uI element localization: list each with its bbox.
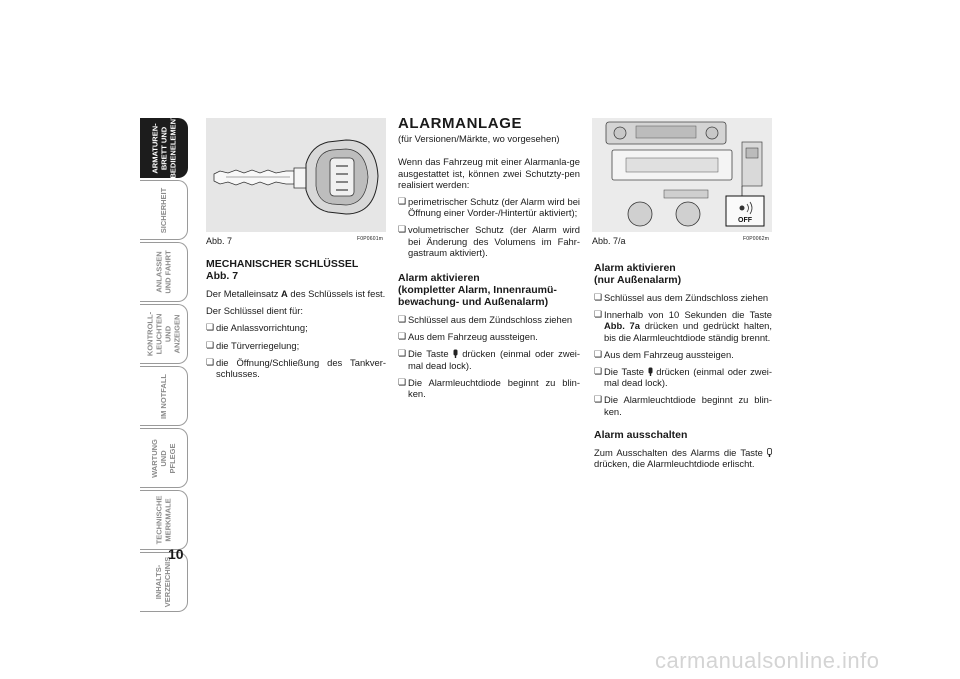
figure-code: F0P0062m bbox=[743, 236, 770, 242]
section-heading: Alarm aktivieren (kompletter Alarm, Inne… bbox=[398, 272, 580, 308]
list-item: Die Taste drücken (einmal oder zwei-mal … bbox=[594, 366, 772, 388]
list-item: Schlüssel aus dem Zündschloss ziehen bbox=[594, 292, 772, 303]
section-heading: Alarm aktivieren (nur Außenalarm) bbox=[594, 262, 772, 286]
text: Der Metalleinsatz bbox=[206, 288, 282, 299]
paragraph: Wenn das Fahrzeug mit einer Alarmanla-ge… bbox=[398, 156, 580, 190]
tab-anlassen[interactable]: ANLASSEN UND FAHRT bbox=[140, 242, 188, 302]
column-external-alarm: Alarm aktivieren (nur Außenalarm) Schlüs… bbox=[594, 262, 772, 475]
tab-armaturenbrett[interactable]: ARMATUREN- BRETT UND BEDIENELEMENTE bbox=[140, 108, 188, 178]
list-item: die Anlassvorrichtung; bbox=[206, 322, 386, 333]
text: Die Taste bbox=[604, 366, 648, 378]
page-title: ALARMANLAGE bbox=[398, 115, 523, 132]
key-figure bbox=[206, 118, 386, 232]
key-unlock-icon bbox=[767, 447, 772, 457]
section-heading: Alarm ausschalten bbox=[594, 428, 688, 441]
figure-caption: Abb. 7/a bbox=[592, 236, 626, 246]
key-illustration bbox=[206, 118, 386, 232]
text: drücken und gedrückt halten, bis die Ala… bbox=[604, 320, 772, 343]
column-mechanical-key: MECHANISCHER SCHLÜSSEL Abb. 7 Der Metall… bbox=[206, 258, 386, 385]
figure-caption: Abb. 7 bbox=[206, 236, 233, 246]
text-bold: A bbox=[281, 288, 288, 299]
dashboard-illustration: OFF bbox=[592, 118, 772, 232]
text: drücken (einmal oder zwei-mal dead lock)… bbox=[408, 348, 581, 371]
tab-label: ARMATUREN- BRETT UND BEDIENELEMENTE bbox=[150, 108, 177, 178]
heading-text: (nur Außenalarm) bbox=[594, 274, 682, 286]
paragraph: Der Metalleinsatz A des Schlüssels ist f… bbox=[206, 288, 386, 299]
list-item: Aus dem Fahrzeug aussteigen. bbox=[398, 331, 580, 342]
heading-text: Alarm aktivieren bbox=[398, 272, 480, 285]
heading-text: MECHANISCHER SCHLÜSSEL bbox=[206, 258, 359, 270]
list-item: perimetrischer Schutz (der Alarm wird be… bbox=[398, 196, 580, 218]
tab-kontrollleuchten[interactable]: KONTROLL- LEUCHTEN UND ANZEIGEN bbox=[140, 304, 188, 364]
text: drücken (einmal oder zwei-mal dead lock)… bbox=[604, 366, 772, 389]
text: Innerhalb von 10 Sekunden die Taste bbox=[604, 309, 772, 321]
heading-text: Alarm aktivieren bbox=[594, 262, 676, 274]
list-item: Aus dem Fahrzeug aussteigen. bbox=[594, 349, 772, 360]
list-item: Innerhalb von 10 Sekunden die Taste Abb.… bbox=[594, 309, 772, 343]
watermark: carmanualsonline.info bbox=[655, 648, 880, 673]
figure-code: F0P0601m bbox=[357, 236, 384, 242]
key-lock-icon bbox=[453, 349, 458, 359]
text: des Schlüssels ist fest. bbox=[287, 288, 386, 299]
tab-label: TECHNISCHE MERKMALE bbox=[154, 495, 173, 545]
tab-wartung[interactable]: WARTUNG UND PFLEGE bbox=[140, 428, 188, 488]
list-item: volumetrischer Schutz (der Alarm wird be… bbox=[398, 224, 580, 258]
list-item: Die Taste drücken (einmal oder zwei-mal … bbox=[398, 348, 580, 370]
list-item: Die Alarmleuchtdiode beginnt zu blin-ken… bbox=[594, 394, 772, 416]
paragraph: Der Schlüssel dient für: bbox=[206, 305, 303, 317]
text: Die Taste bbox=[408, 348, 453, 360]
tab-label: SICHERHEIT bbox=[159, 187, 168, 233]
heading-text: (kompletter Alarm, Innenraumü-bewachung-… bbox=[398, 284, 557, 309]
tab-inhaltsverzeichnis[interactable]: INHALTS- VERZEICHNIS bbox=[140, 552, 188, 612]
list-item: die Türverriegelung; bbox=[206, 340, 386, 351]
subtitle: (für Versionen/Märkte, wo vorgesehen) bbox=[398, 133, 560, 145]
tab-label: WARTUNG UND PFLEGE bbox=[150, 438, 177, 478]
page-number: 10 bbox=[168, 546, 184, 562]
list-item: die Öffnung/Schließung des Tankver-schlu… bbox=[206, 357, 386, 379]
alarm-off-label: OFF bbox=[738, 217, 753, 224]
heading-ref: Abb. 7 bbox=[206, 270, 239, 282]
tab-label: ANLASSEN UND FAHRT bbox=[154, 250, 173, 294]
list-item: Die Alarmleuchtdiode beginnt zu blin-ken… bbox=[398, 377, 580, 399]
column-alarm: ALARMANLAGE (für Versionen/Märkte, wo vo… bbox=[398, 115, 580, 405]
tab-label: KONTROLL- LEUCHTEN UND ANZEIGEN bbox=[145, 311, 182, 357]
tab-im-notfall[interactable]: IM NOTFALL bbox=[140, 366, 188, 426]
section-heading: MECHANISCHER SCHLÜSSEL Abb. 7 bbox=[206, 258, 386, 282]
tab-technische-merkmale[interactable]: TECHNISCHE MERKMALE bbox=[140, 490, 188, 550]
paragraph: Zum Ausschalten des Alarms die Taste drü… bbox=[594, 447, 772, 469]
tab-sicherheit[interactable]: SICHERHEIT bbox=[140, 180, 188, 240]
tab-label: INHALTS- VERZEICHNIS bbox=[154, 556, 173, 608]
text: Zum Ausschalten des Alarms die Taste bbox=[594, 446, 767, 458]
tab-label: IM NOTFALL bbox=[159, 373, 168, 419]
list-item: Schlüssel aus dem Zündschloss ziehen bbox=[398, 314, 580, 325]
key-lock-icon bbox=[648, 367, 653, 377]
text: drücken, die Alarmleuchtdiode erlischt. bbox=[594, 458, 755, 470]
text-bold: Abb. 7a bbox=[604, 320, 640, 332]
dashboard-figure: OFF bbox=[592, 118, 772, 232]
